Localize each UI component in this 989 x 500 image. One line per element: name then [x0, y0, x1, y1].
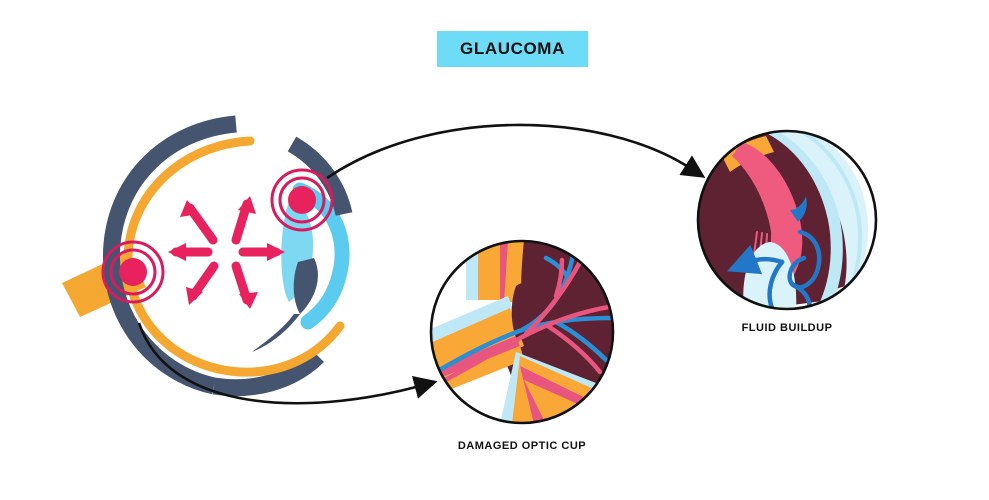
- inset-damaged-optic-cup[interactable]: [428, 238, 618, 428]
- choroid-ring: [123, 136, 345, 377]
- pressure-arrows-group: [171, 199, 281, 305]
- inset-fluid-buildup[interactable]: [695, 128, 881, 322]
- pressure-arrowheads-group: [168, 196, 285, 309]
- caption-damaged-optic-cup: DAMAGED OPTIC CUP: [457, 440, 587, 452]
- caption-fluid-buildup: FLUID BUILDUP: [741, 322, 833, 334]
- pressure-point-drainage-angle[interactable]: [270, 168, 334, 232]
- title-banner: GLAUCOMA: [437, 31, 588, 67]
- page-title: GLAUCOMA: [460, 39, 565, 58]
- pressure-point-optic-nerve[interactable]: [101, 240, 165, 304]
- connector-to-optic-cup: [137, 322, 438, 405]
- connector-to-fluid-buildup: [326, 123, 706, 180]
- sclera-angle-wedge: [252, 258, 318, 352]
